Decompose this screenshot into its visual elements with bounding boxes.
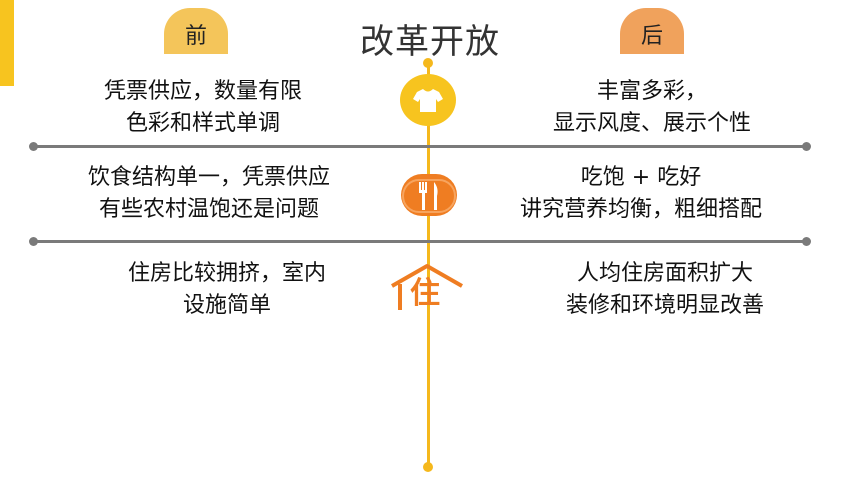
row-clothing-after-line2: 显示风度、展示个性 [552, 111, 751, 136]
row-housing-before-line1: 住房比较拥挤，室内 [127, 261, 326, 286]
housing-icon-glyph: 住 [410, 276, 440, 311]
row-divider [29, 142, 811, 151]
food-utensils-icon [401, 174, 457, 216]
row-food-after: 吃饱 + 吃好 讲究营养均衡，粗细搭配 [476, 162, 806, 226]
row-divider [29, 237, 811, 246]
row-housing-before-line2: 设施简单 [182, 293, 271, 318]
row-clothing-after: 丰富多彩， 显示风度、展示个性 [512, 76, 792, 140]
row-food-before: 饮食结构单一，凭票供应 有些农村温饱还是问题 [46, 162, 372, 226]
row-clothing-before: 凭票供应，数量有限 色彩和样式单调 [58, 76, 348, 140]
row-housing-after-line1: 人均住房面积扩大 [576, 261, 753, 286]
page-title: 改革开放 [360, 22, 500, 62]
accent-bar [0, 0, 14, 86]
row-housing-after: 人均住房面积扩大 装修和环境明显改善 [520, 258, 810, 322]
before-label: 前 [164, 8, 228, 54]
row-food-after-line2: 讲究营养均衡，粗细搭配 [519, 197, 762, 222]
row-clothing-before-line2: 色彩和样式单调 [125, 111, 280, 136]
row-clothing-after-line1: 丰富多彩， [596, 79, 707, 104]
timeline-start-dot [423, 58, 433, 68]
housing-icon: 住 [386, 262, 468, 316]
row-housing-after-line2: 装修和环境明显改善 [565, 293, 764, 318]
after-label: 后 [620, 8, 684, 54]
row-clothing-before-line1: 凭票供应，数量有限 [103, 79, 302, 104]
timeline-end-dot [423, 462, 433, 472]
row-housing-before: 住房比较拥挤，室内 设施简单 [82, 258, 372, 322]
row-food-before-line1: 饮食结构单一，凭票供应 [87, 165, 330, 190]
clothing-icon [400, 74, 456, 126]
row-food-before-line2: 有些农村温饱还是问题 [98, 197, 319, 222]
row-food-after-line1: 吃饱 + 吃好 [580, 165, 702, 190]
